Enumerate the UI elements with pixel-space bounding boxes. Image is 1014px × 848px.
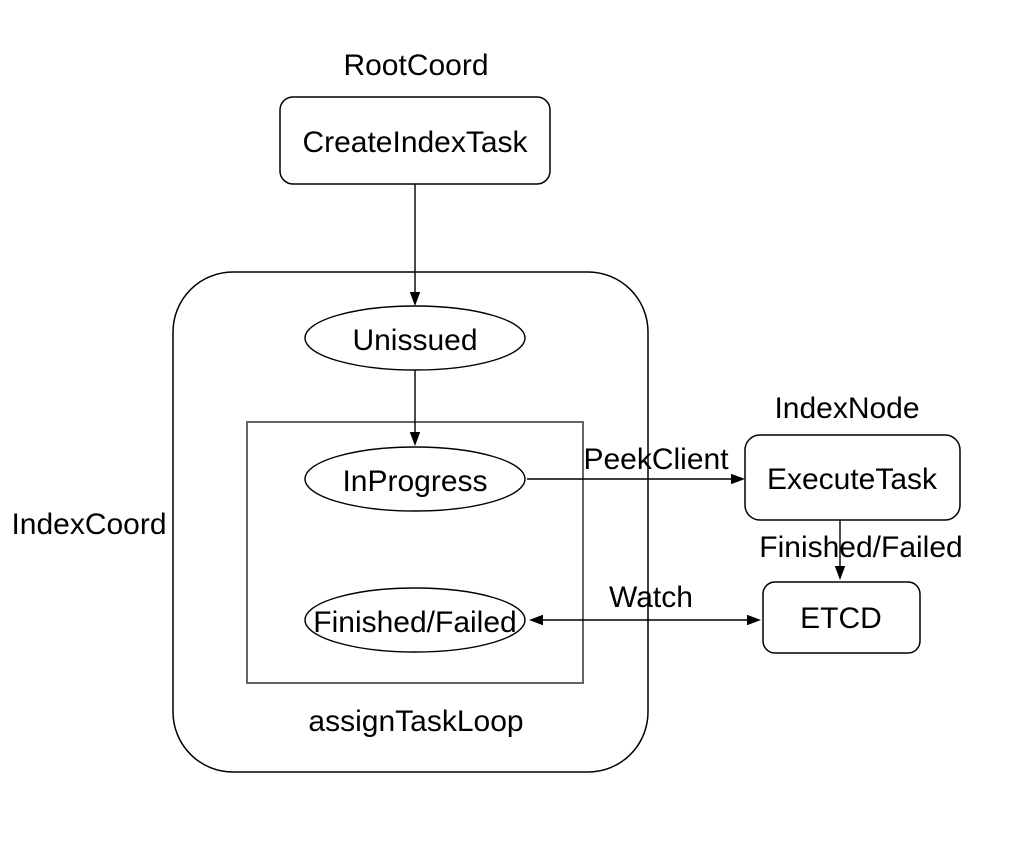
node-unissued: Unissued: [304, 305, 526, 371]
peek-client-edge-label: PeekClient: [583, 443, 729, 476]
arrow-etcd-watch-finished-failed: Watch: [529, 581, 761, 626]
finished-failed-label: Finished/Failed: [313, 606, 516, 639]
node-execute-task: ExecuteTask: [744, 434, 961, 521]
arrowhead-down-icon: [834, 566, 846, 580]
index-node-label: IndexNode: [774, 392, 919, 425]
arrow-create-index-task-to-unissued: [409, 184, 421, 306]
arrow-unissued-to-in-progress: [409, 370, 421, 446]
execute-task-label: ExecuteTask: [767, 463, 938, 496]
etcd-label: ETCD: [800, 602, 882, 635]
node-in-progress: InProgress: [304, 446, 526, 512]
arrowhead-right-icon: [747, 614, 761, 626]
arrow-in-progress-to-execute-task: PeekClient: [527, 443, 745, 485]
arrowhead-left-icon: [529, 614, 543, 626]
arrowhead-right-icon: [731, 473, 745, 485]
arrowhead-down-icon: [409, 292, 421, 306]
execute-task-box: [744, 434, 961, 521]
node-create-index-task: CreateIndexTask: [279, 96, 551, 185]
finished-failed-edge-label: Finished/Failed: [759, 531, 962, 564]
arrowhead-down-icon: [409, 432, 421, 446]
in-progress-label: InProgress: [342, 465, 487, 498]
etcd-box: [762, 581, 921, 654]
node-etcd: ETCD: [762, 581, 921, 654]
create-index-task-label: CreateIndexTask: [302, 126, 528, 159]
arrow-execute-task-to-etcd: Finished/Failed: [759, 520, 963, 580]
node-finished-failed: Finished/Failed: [304, 587, 526, 653]
index-coord-label: IndexCoord: [11, 508, 166, 541]
root-coord-label: RootCoord: [343, 49, 488, 82]
index-coord-container: [172, 271, 649, 773]
in-progress-ellipse: [304, 446, 526, 512]
assign-task-loop-label: assignTaskLoop: [308, 705, 523, 738]
unissued-label: Unissued: [352, 324, 477, 357]
watch-edge-label: Watch: [609, 581, 693, 614]
finished-failed-ellipse: [304, 587, 526, 653]
